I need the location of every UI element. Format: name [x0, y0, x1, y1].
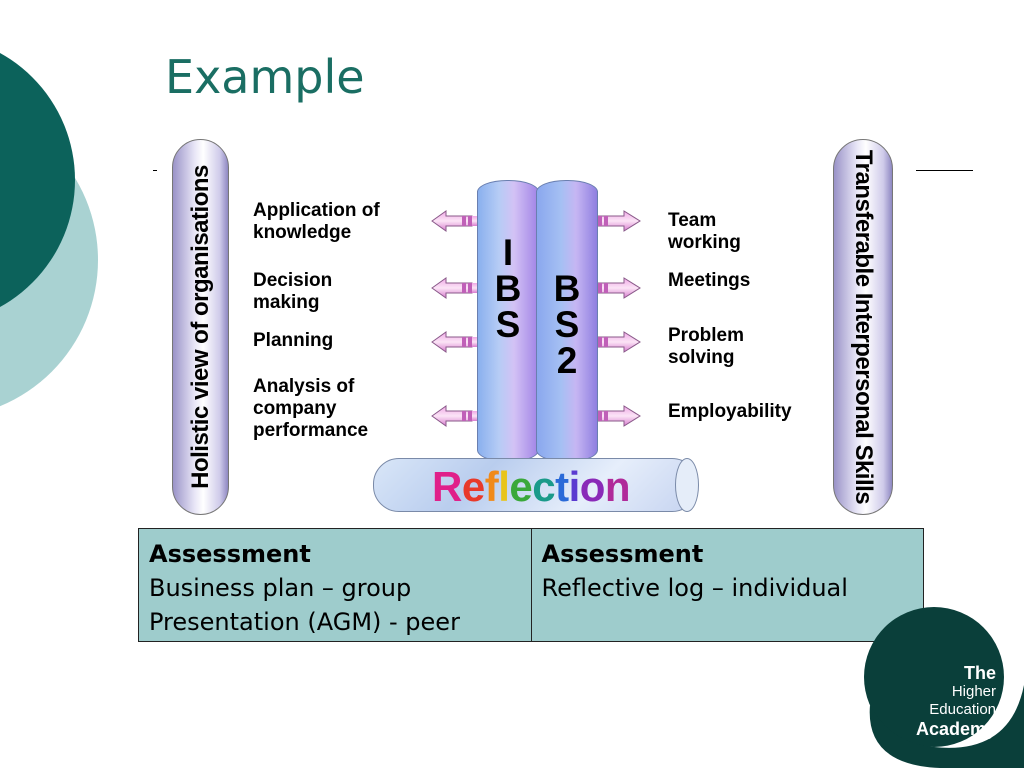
- left-item-3-line1: Planning: [253, 330, 334, 351]
- assessment-left-heading: Assessment: [149, 540, 311, 568]
- reflection-letter: o: [579, 463, 606, 510]
- reflection-letter: f: [484, 463, 499, 510]
- logo-education: Education: [929, 701, 996, 718]
- right-item-1: Team working: [668, 210, 741, 254]
- ibs-letters: I B S: [478, 232, 538, 345]
- left-item-2: Decision making: [253, 270, 332, 314]
- assessment-left-line2: Presentation (AGM) - peer: [149, 608, 460, 636]
- reflection-letter: i: [568, 463, 581, 510]
- reflection-tube: Reflection: [373, 458, 699, 512]
- assessment-cell-right: Assessment Reflective log – individual: [530, 529, 924, 641]
- ibs-column: I B S: [477, 180, 539, 462]
- reflection-tube-end: [675, 458, 699, 512]
- right-item-3-line1: Problem: [668, 325, 745, 346]
- right-item-2: Meetings: [668, 270, 750, 292]
- assessment-right-line1: Reflective log – individual: [541, 574, 848, 602]
- reflection-letter: t: [555, 463, 569, 510]
- left-arrow-4: [431, 405, 480, 427]
- left-item-4: Analysis of company performance: [253, 376, 368, 442]
- right-arrow-3: [595, 331, 641, 353]
- reflection-label: Reflection: [432, 463, 631, 511]
- slide-title: Example: [165, 50, 365, 104]
- assessment-left-line1: Business plan – group: [149, 574, 412, 602]
- left-arrow-1: [431, 210, 480, 232]
- reflection-letter: e: [461, 463, 485, 510]
- reflection-letter: l: [498, 463, 510, 510]
- right-item-3-line2: solving: [668, 347, 735, 368]
- reflection-letter: c: [532, 463, 556, 510]
- bs2-letter-3: 2: [556, 340, 578, 381]
- right-item-2-line1: Meetings: [668, 270, 751, 291]
- left-pillar: Holistic view of organisations: [172, 139, 229, 515]
- left-item-2-line1: Decision: [253, 270, 333, 291]
- logo: The Higher Education Academy: [916, 663, 996, 739]
- right-arrow-1: [595, 210, 641, 232]
- divider-right: [916, 170, 973, 171]
- right-item-1-line2: working: [668, 232, 741, 253]
- right-item-1-line1: Team: [668, 210, 717, 231]
- left-item-3: Planning: [253, 330, 333, 352]
- ibs-letter-2: B: [494, 268, 522, 309]
- bs2-letter-2: S: [554, 304, 580, 345]
- bs2-letter-1: B: [553, 268, 581, 309]
- left-item-1-line2: knowledge: [253, 222, 352, 243]
- left-arrow-2: [431, 277, 480, 299]
- divider-left: [153, 170, 157, 171]
- left-item-4-line3: performance: [253, 420, 369, 441]
- left-item-4-line2: company: [253, 398, 337, 419]
- reflection-letters: Reflection: [432, 463, 631, 510]
- logo-circle: [864, 607, 1024, 768]
- right-item-3: Problem solving: [668, 325, 744, 369]
- left-item-4-line1: Analysis of: [253, 376, 355, 397]
- left-item-2-line2: making: [253, 292, 320, 313]
- ibs-letter-1: I: [502, 232, 514, 273]
- left-item-1-line1: Application of: [253, 200, 380, 221]
- reflection-letter: n: [604, 463, 631, 510]
- ibs-letter-3: S: [495, 304, 521, 345]
- logo-higher: Higher: [951, 683, 996, 700]
- right-item-4-line1: Employability: [668, 401, 792, 422]
- right-arrow-2: [595, 277, 641, 299]
- logo-academy: Academy: [915, 719, 996, 739]
- bs2-letters: B S 2: [537, 268, 597, 381]
- decorative-circles: [0, 53, 98, 407]
- logo-the: The: [963, 663, 996, 683]
- left-arrow-3: [431, 331, 480, 353]
- reflection-letter: R: [432, 463, 462, 510]
- reflection-letter: e: [509, 463, 533, 510]
- bs2-column: B S 2: [536, 180, 598, 462]
- right-item-4: Employability: [668, 401, 792, 423]
- right-arrow-4: [595, 405, 641, 427]
- assessment-cell-left: Assessment Business plan – group Present…: [139, 529, 531, 641]
- left-item-1: Application of knowledge: [253, 200, 380, 244]
- right-pillar: Transferable Interpersonal Skills: [833, 139, 893, 515]
- assessment-table: Assessment Business plan – group Present…: [138, 528, 924, 642]
- assessment-right-heading: Assessment: [541, 540, 704, 568]
